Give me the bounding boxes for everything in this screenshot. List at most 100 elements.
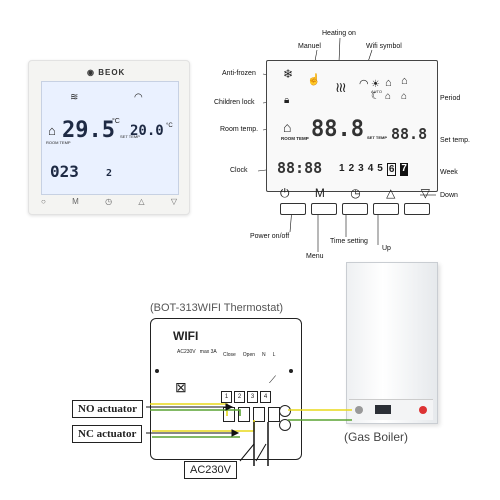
terminal-label-open: Open bbox=[242, 352, 256, 358]
nc-actuator-label: NC actuator bbox=[72, 425, 143, 443]
heating-wave-icon: ≀≀≀ bbox=[335, 79, 347, 95]
auto-label: AUTO bbox=[371, 89, 383, 94]
label-menu: Menu bbox=[306, 253, 324, 260]
spec-label: AC230V max 3A bbox=[177, 349, 217, 355]
screw-2 bbox=[238, 407, 250, 422]
no-actuator-label: NO actuator bbox=[72, 400, 143, 418]
wifi-icon: ◠ bbox=[359, 78, 369, 90]
photo-set-caption: SET TEMP bbox=[120, 134, 140, 139]
boiler-panel bbox=[349, 399, 433, 420]
recycle-bin-icon: ⊠ bbox=[175, 379, 187, 395]
manual-hand-icon: ☝ bbox=[307, 74, 321, 86]
thermostat-photo: ◉ BEOK ≋ ◠ ⌂ ROOM TEMP 29.5 °C SET TEMP … bbox=[28, 60, 190, 215]
screw-5 bbox=[279, 405, 291, 417]
label-manuel: Manuel bbox=[298, 43, 321, 50]
up-icon: △ bbox=[386, 186, 396, 200]
boiler-caption: (Gas Boiler) bbox=[344, 430, 409, 444]
photo-wifi-icon: ◠ bbox=[134, 92, 143, 103]
time-icon: ◷ bbox=[350, 186, 361, 200]
terminal-3: 3 bbox=[247, 391, 258, 403]
led-icon-2 bbox=[289, 369, 293, 373]
terminal-labels: Close Open N L bbox=[223, 352, 275, 358]
lcd-diagram: ❄ ☝ ≀≀≀ ◠ ☀ ⌂ ⌂ ☾ ⌂ ⌂ AUTO 🔒︎ ⌂ ROOM TEM… bbox=[266, 60, 438, 192]
time-setting-button[interactable] bbox=[342, 203, 368, 215]
room-home-icon: ⌂ bbox=[283, 119, 292, 135]
label-time-setting: Time setting bbox=[330, 238, 368, 245]
label-power: Power on/off bbox=[250, 233, 290, 240]
photo-clock: 023 bbox=[50, 162, 79, 181]
power-icon: ⏻ bbox=[280, 186, 290, 200]
screw-6 bbox=[279, 419, 291, 431]
label-anti-frozen: Anti-frozen bbox=[222, 70, 256, 77]
week-day-5: 5 bbox=[377, 163, 383, 174]
terminal-2: 2 bbox=[234, 391, 245, 403]
brand-text: BEOK bbox=[98, 68, 126, 77]
period-home-3-icon: ⌂ bbox=[385, 91, 392, 102]
photo-home-icon: ⌂ bbox=[48, 123, 56, 138]
wiring-title: (BOT-313WIFI Thermostat) bbox=[150, 302, 284, 314]
period-home-4-icon: ⌂ bbox=[401, 91, 408, 102]
week-day-7: 7 bbox=[400, 163, 408, 176]
photo-power-button: ○ bbox=[41, 197, 46, 206]
terminal-1: 1 bbox=[221, 391, 232, 403]
label-week: Week bbox=[440, 169, 458, 176]
week-day-1: 1 bbox=[339, 163, 345, 174]
down-button[interactable] bbox=[404, 203, 430, 215]
photo-clock-button: ◷ bbox=[105, 197, 113, 206]
diagram-button-row bbox=[280, 203, 430, 215]
week-day-3: 3 bbox=[358, 163, 364, 174]
photo-set-unit: °C bbox=[166, 123, 173, 129]
photo-room-unit: °C bbox=[112, 118, 120, 125]
terminal-label-l: L bbox=[272, 352, 276, 358]
boiler-knob bbox=[355, 406, 363, 414]
photo-up-button: △ bbox=[138, 197, 145, 206]
photo-down-button: ▽ bbox=[170, 197, 177, 206]
brand-logo: ◉ BEOK bbox=[87, 68, 125, 77]
period-home-icon: ⌂ bbox=[385, 77, 392, 89]
power-label: AC230V bbox=[184, 461, 237, 479]
set-temp-caption: SET TEMP bbox=[367, 135, 388, 140]
terminal-4: 4 bbox=[260, 391, 271, 403]
photo-lcd: ≋ ◠ ⌂ ROOM TEMP 29.5 °C SET TEMP 20.0 °C… bbox=[41, 81, 179, 195]
room-temp-caption: ROOM TEMP bbox=[281, 136, 309, 141]
photo-set-temp: 20.0 bbox=[130, 123, 164, 139]
photo-room-caption: ROOM TEMP bbox=[46, 140, 71, 145]
photo-button-row: ○ M ◷ △ ▽ bbox=[41, 197, 177, 209]
photo-day: 2 bbox=[106, 168, 113, 179]
terminal-label-n: N bbox=[262, 352, 266, 358]
down-icon: ▽ bbox=[420, 186, 430, 200]
week-day-2: 2 bbox=[348, 163, 355, 174]
period-home-2-icon: ⌂ bbox=[401, 75, 408, 87]
up-button[interactable] bbox=[373, 203, 399, 215]
label-up: Up bbox=[382, 245, 391, 252]
menu-button[interactable] bbox=[311, 203, 337, 215]
diagram-button-icons: ⏻ M ◷ △ ▽ bbox=[280, 186, 430, 201]
led-icon bbox=[155, 369, 159, 373]
boiler-display bbox=[375, 405, 391, 414]
room-temp-digits: 88.8 bbox=[311, 117, 364, 142]
week-days: 1 2 3 4 5 6 7 bbox=[339, 163, 408, 176]
label-clock: Clock bbox=[230, 167, 248, 174]
lock-icon: 🔒︎ bbox=[284, 95, 290, 106]
label-room-temp: Room temp. bbox=[220, 126, 259, 133]
label-wifi-symbol: Wifi symbol bbox=[366, 43, 402, 50]
moon-icon: ☾ bbox=[371, 91, 380, 102]
boiler-knob-2 bbox=[419, 406, 427, 414]
label-period: Period bbox=[440, 95, 461, 102]
screw-3 bbox=[253, 407, 265, 422]
wire-nc-yellow bbox=[152, 420, 255, 432]
photo-menu-button: M bbox=[72, 197, 79, 206]
photo-heating-icon: ≋ bbox=[70, 92, 79, 103]
snowflake-icon: ❄ bbox=[283, 67, 294, 81]
week-day-6: 6 bbox=[386, 163, 397, 176]
clock-digits: 88:88 bbox=[277, 159, 323, 177]
label-heating-on: Heating on bbox=[322, 30, 356, 37]
menu-icon: M bbox=[314, 186, 325, 200]
gas-boiler bbox=[346, 262, 438, 424]
label-set-temp: Set temp. bbox=[440, 137, 470, 144]
power-button[interactable] bbox=[280, 203, 306, 215]
sun-icon: ☀ bbox=[371, 79, 380, 90]
label-children-lock: Children lock bbox=[214, 99, 255, 106]
photo-room-temp: 29.5 bbox=[62, 118, 115, 143]
